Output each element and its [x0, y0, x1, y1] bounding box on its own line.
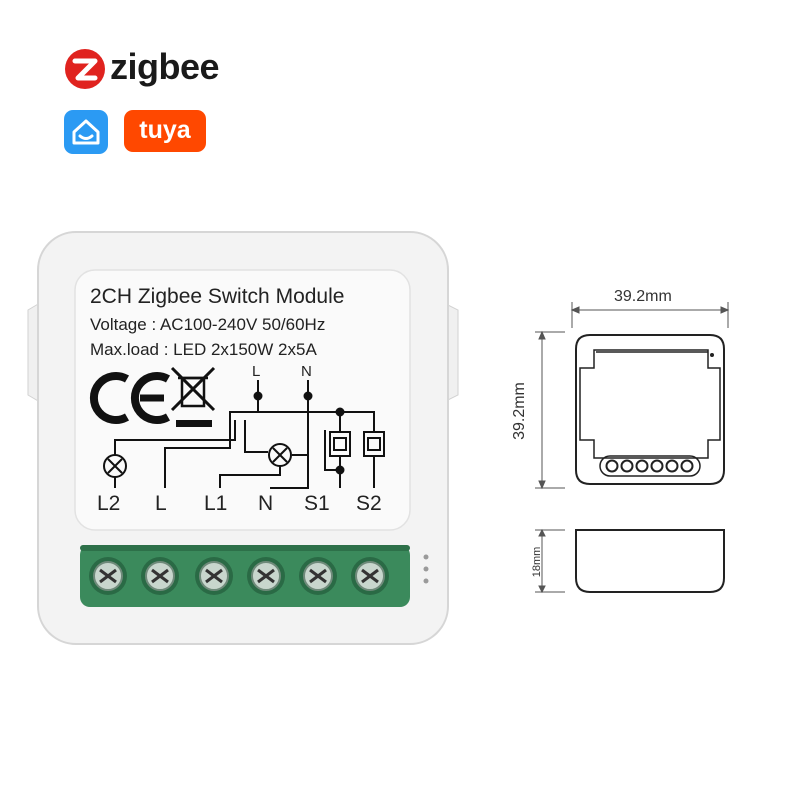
terminal-label-s1: S1 [304, 492, 330, 515]
top-terminal-l: L [252, 363, 261, 380]
voltage-spec: Voltage : AC100-240V 50/60Hz [90, 315, 326, 334]
terminal-label-s2: S2 [356, 492, 382, 515]
tuya-logo: tuya [124, 110, 206, 152]
top-terminal-n: N [301, 363, 312, 380]
terminal-label-n: N [258, 492, 274, 515]
terminal-label-l2: L2 [97, 492, 121, 515]
terminal-screws [89, 557, 389, 595]
terminal-label-l1: L1 [204, 492, 228, 515]
depth-dimension-label: 18mm [531, 546, 543, 578]
zigbee-brand-name: zigbee [110, 46, 220, 87]
terminal-label-l: L [155, 492, 167, 515]
width-dimension-label: 39.2mm [614, 288, 672, 305]
ce-mark-icon [89, 372, 171, 424]
height-dimension-label: 39.2mm [511, 382, 528, 440]
zigbee-logo-icon [65, 49, 105, 89]
weee-bin-icon [170, 366, 216, 427]
wiring-diagram [103, 380, 385, 489]
smart-home-app-icon [64, 110, 108, 154]
maxload-spec: Max.load : LED 2x150W 2x5A [90, 340, 317, 359]
module-title: 2CH Zigbee Switch Module [90, 285, 345, 308]
